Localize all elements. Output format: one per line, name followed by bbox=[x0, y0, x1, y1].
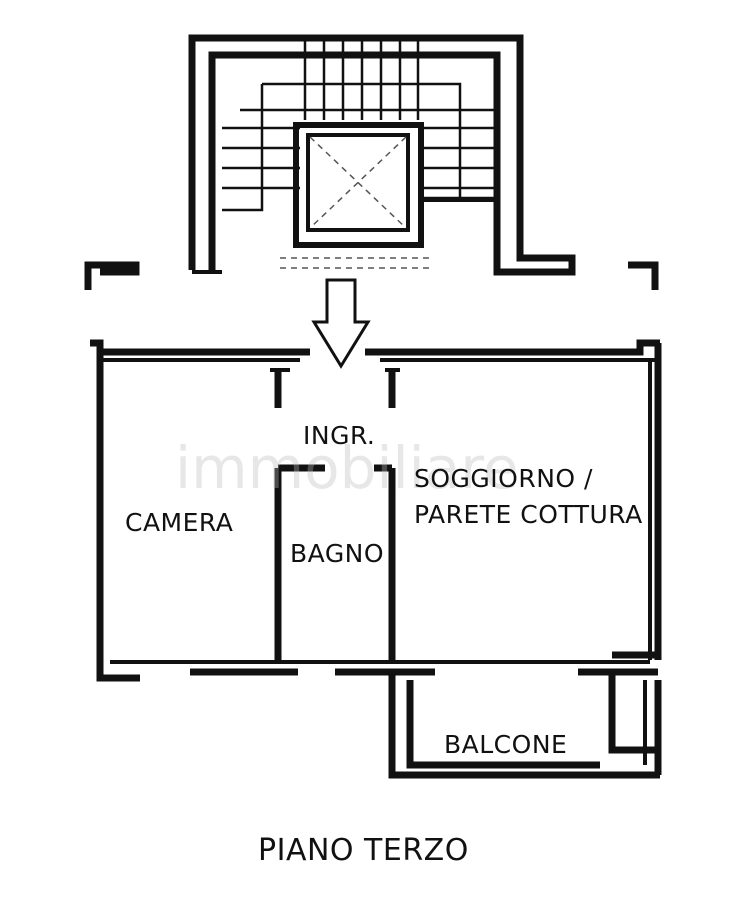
floor-title: PIANO TERZO bbox=[258, 833, 469, 868]
room-label-ingresso: INGR. bbox=[303, 421, 375, 450]
room-label-camera: CAMERA bbox=[125, 508, 233, 537]
watermark: immobiliare bbox=[175, 434, 519, 502]
staircase-icon bbox=[222, 40, 495, 212]
corner-mark-left bbox=[84, 261, 140, 290]
room-label-bagno: BAGNO bbox=[290, 539, 384, 568]
apartment-walls bbox=[90, 339, 662, 779]
room-label-soggiorno-line2: PARETE COTTURA bbox=[414, 500, 643, 529]
corner-mark-right bbox=[628, 261, 659, 290]
entrance-arrow-down-icon bbox=[311, 278, 371, 369]
room-label-balcone: BALCONE bbox=[444, 730, 567, 759]
elevator-shaft-icon bbox=[293, 122, 497, 248]
stairwell bbox=[188, 34, 576, 276]
room-label-soggiorno-line1: SOGGIORNO / bbox=[414, 464, 593, 493]
